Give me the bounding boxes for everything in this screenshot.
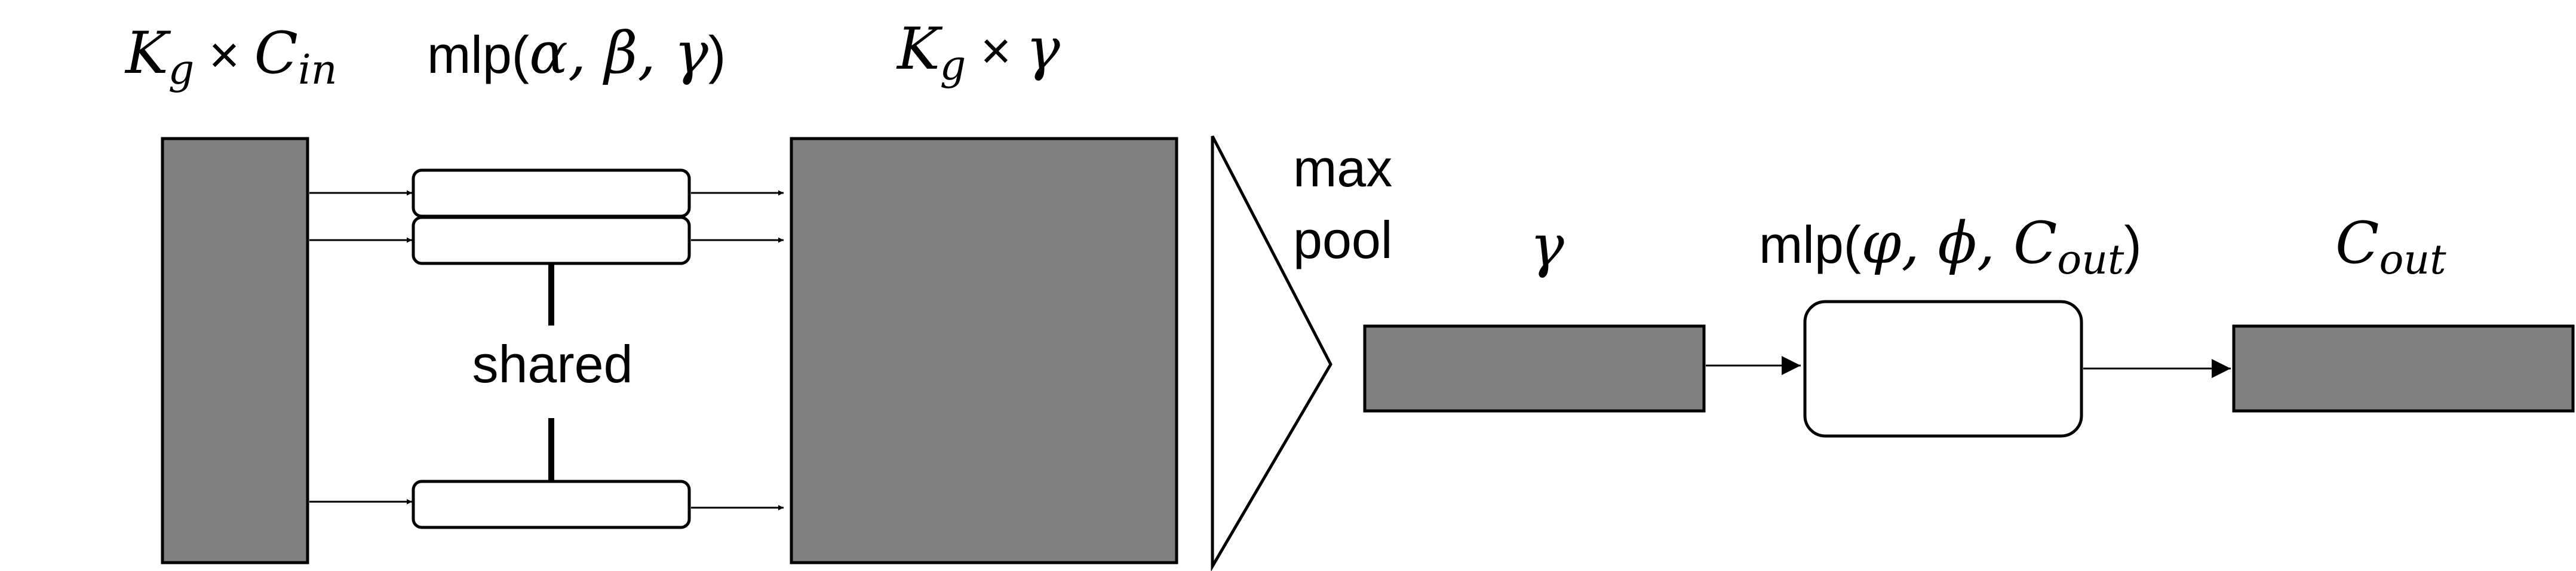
output-vector bbox=[2232, 324, 2575, 413]
mlp1-box-3 bbox=[412, 480, 691, 529]
shared-label: shared bbox=[472, 334, 633, 394]
maxpool-label-line1: max bbox=[1293, 139, 1392, 198]
maxpool-triangle bbox=[1211, 135, 1332, 571]
input-block bbox=[161, 137, 309, 564]
mlp2-box bbox=[1803, 300, 2083, 438]
pooled-vector bbox=[1363, 324, 1706, 413]
gamma-label: γ bbox=[1530, 213, 1564, 280]
mid-size-label: Kg × γ bbox=[896, 16, 1061, 90]
mlp1-box-2 bbox=[412, 216, 691, 265]
mlp1-box-1 bbox=[412, 168, 691, 218]
output-size-label: Cout bbox=[2335, 210, 2446, 284]
feature-block bbox=[790, 137, 1178, 564]
maxpool-label-line2: pool bbox=[1293, 210, 1392, 269]
mlp2-label: mlp(φ, ϕ, Cout) bbox=[1759, 210, 2142, 284]
input-size-label: Kg × Cin bbox=[124, 20, 337, 94]
mlp1-label: mlp(α, β, γ) bbox=[427, 20, 726, 87]
